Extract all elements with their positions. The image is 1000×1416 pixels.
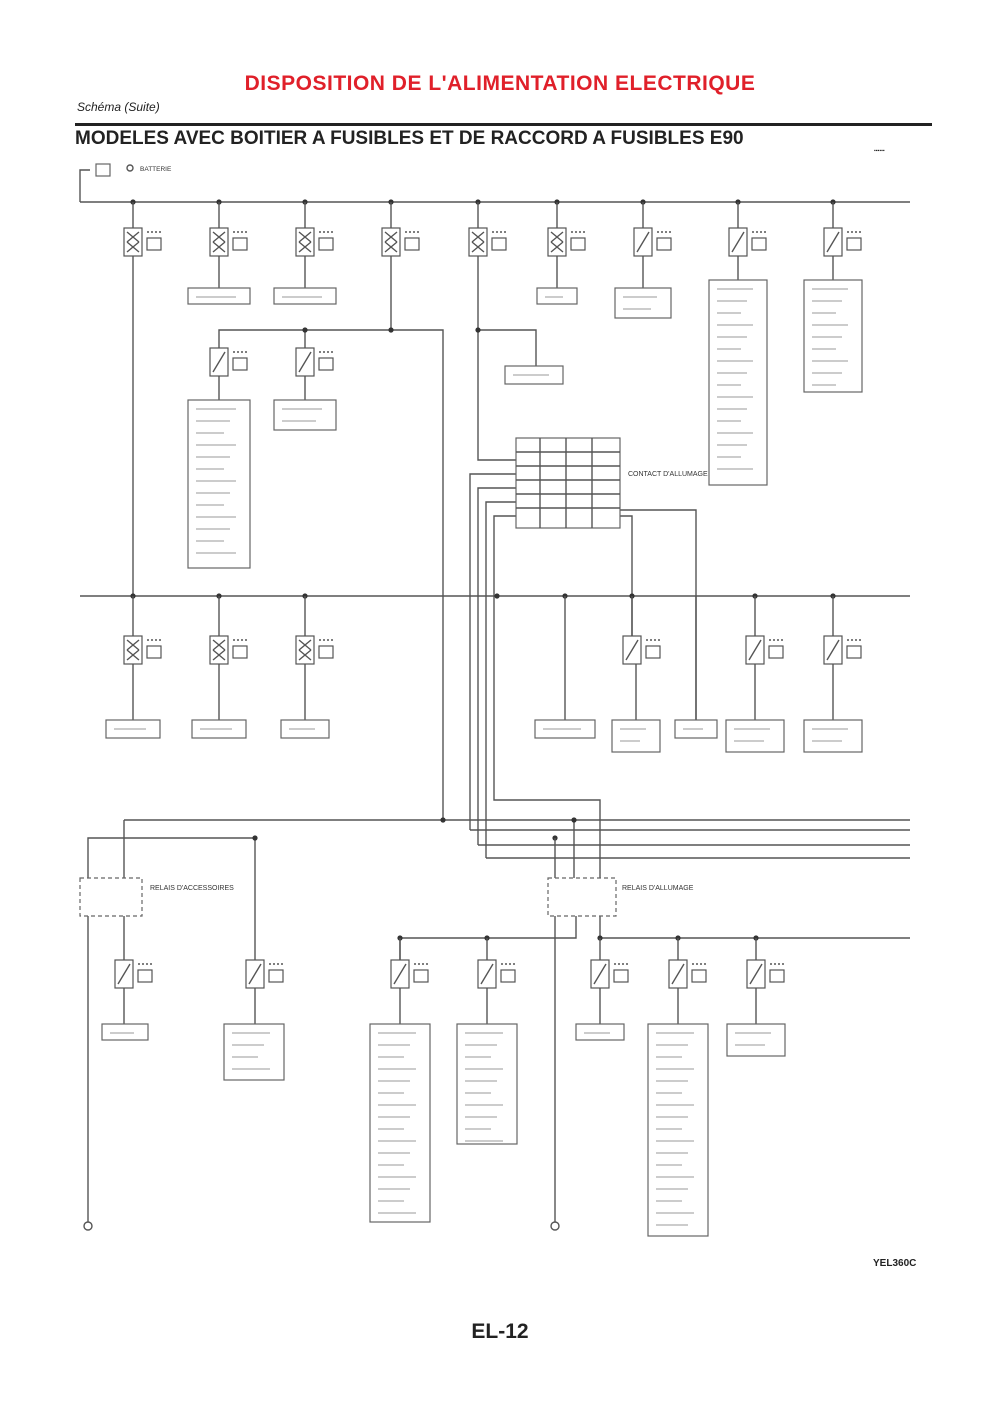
battery-symbol: BATTERIE [79, 163, 172, 185]
section-title: MODELES AVEC BOITIER A FUSIBLES ET DE RA… [75, 128, 744, 149]
wire [399, 916, 910, 960]
junction-dot [252, 835, 258, 841]
circuit-box [369, 1023, 431, 1223]
battery-label: BATTERIE [140, 166, 172, 173]
fuse-symbol [622, 635, 661, 665]
page-title: DISPOSITION DE L'ALIMENTATION ELECTRIQUE [244, 72, 756, 95]
wire [87, 820, 575, 1222]
ground-icon [83, 1221, 93, 1231]
relay-ignition: RELAIS D'ALLUMAGE [547, 877, 694, 917]
fuse-symbol [477, 959, 516, 989]
page-number: EL-12 [471, 1320, 529, 1343]
fuse-symbol [295, 227, 334, 257]
circuit-boxes [101, 279, 863, 1237]
wire [469, 473, 601, 900]
fuse-symbol [590, 959, 629, 989]
fuse-symbol [245, 959, 284, 989]
wires [79, 185, 910, 1231]
ground-icon [550, 1221, 560, 1231]
fuse-symbol [114, 959, 153, 989]
page-subtitle: Schéma (Suite) [77, 100, 160, 114]
wire [477, 256, 537, 461]
junction-dot [494, 593, 500, 599]
fuse-symbol [123, 227, 162, 257]
circuit-box [105, 719, 161, 739]
circuit-box [803, 279, 863, 393]
circuit-box [725, 719, 785, 753]
fuse-symbol [823, 635, 862, 665]
circuit-box [280, 719, 330, 739]
junction-dot [302, 327, 308, 333]
circuit-box [536, 287, 578, 305]
junction-dot [571, 817, 577, 823]
circuit-box [223, 1023, 285, 1081]
circuit-box [504, 365, 564, 385]
fuse-symbol [209, 635, 248, 665]
header-rule [75, 123, 932, 126]
circuit-box [726, 1023, 786, 1057]
fuse-symbol [390, 959, 429, 989]
junction-dot [388, 327, 394, 333]
relay-ignition-label: RELAIS D'ALLUMAGE [622, 885, 694, 892]
wire [124, 819, 910, 859]
circuit-box [534, 719, 596, 739]
circuit-box [708, 279, 768, 486]
fuse-symbol [746, 959, 785, 989]
fuse-symbol [468, 227, 507, 257]
fuse-symbol [728, 227, 767, 257]
circuit-box [611, 719, 661, 753]
fuse-symbol [823, 227, 862, 257]
wire [218, 256, 444, 820]
circuit-box [273, 399, 337, 431]
circuit-box [456, 1023, 518, 1145]
circuit-box [191, 719, 247, 739]
circuit-box [674, 719, 718, 739]
fuse-symbol [668, 959, 707, 989]
junction-dot [475, 327, 481, 333]
fuse-symbol [123, 635, 162, 665]
fuses [114, 227, 862, 989]
ignition-switch: CONTACT D'ALLUMAGE [515, 437, 708, 529]
circuit-box [647, 1023, 709, 1237]
fuse-symbol [209, 227, 248, 257]
figure-code: YEL360C [873, 1258, 917, 1269]
circuit-box [273, 287, 337, 305]
fuse-symbol [381, 227, 420, 257]
relay-accessories: RELAIS D'ACCESSOIRES [79, 877, 234, 917]
relay-accessories-label: RELAIS D'ACCESSOIRES [150, 885, 234, 892]
circuit-box [187, 399, 251, 569]
circuit-box [101, 1023, 149, 1041]
fuse-symbol [295, 635, 334, 665]
fuse-symbol [633, 227, 672, 257]
fuse-symbol [209, 347, 248, 377]
fuse-symbol [745, 635, 784, 665]
junction-dot [440, 817, 446, 823]
ignition-switch-label: CONTACT D'ALLUMAGE [628, 471, 708, 478]
circuit-box [575, 1023, 625, 1041]
fuse-symbol [295, 347, 334, 377]
circuit-box [614, 287, 672, 319]
header-ref: ▪▪▪▪▪▪ [874, 148, 885, 154]
fuse-symbol [547, 227, 586, 257]
circuit-box [803, 719, 863, 753]
circuit-box [187, 287, 251, 305]
